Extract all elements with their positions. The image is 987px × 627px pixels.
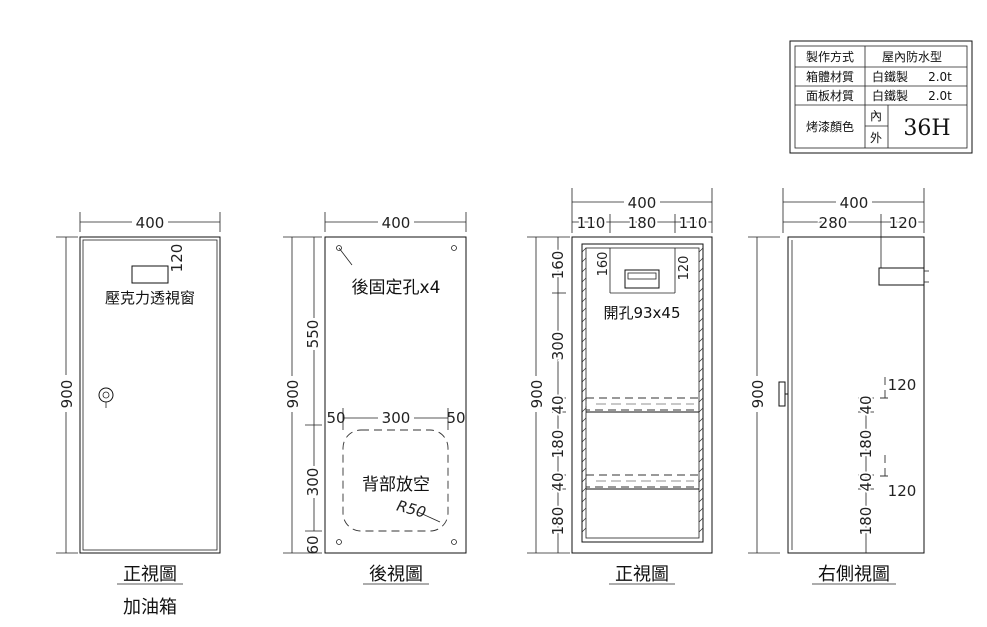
front-subcaption: 加油箱 <box>123 597 177 618</box>
spec-value-panel: 白鐵製 <box>872 88 908 103</box>
inner-dim-40b: 40 <box>549 472 567 491</box>
inner-caption: 正視圖 <box>615 564 669 585</box>
side-height-dim: 900 <box>749 380 767 409</box>
front-width-dim: 400 <box>136 214 165 232</box>
inner-dim-180b: 180 <box>549 507 567 536</box>
side-dim-180a: 180 <box>857 430 875 459</box>
svg-text:40: 40 <box>857 395 875 414</box>
back-cutout-label: 背部放空 <box>362 475 430 495</box>
back-dim-50-right: 50 <box>446 409 465 427</box>
spec-value-body: 白鐵製 <box>872 69 908 84</box>
spec-table: 製作方式 屋內防水型 箱體材質 白鐵製 2.0t 面板材質 白鐵製 2.0t 烤… <box>789 40 973 154</box>
svg-text:160: 160 <box>549 251 567 280</box>
spec-thickness-body: 2.0t <box>928 70 952 84</box>
spec-paint-code: 36H <box>903 116 950 141</box>
back-caption: 後視圖 <box>369 564 423 585</box>
inner-dim-180a: 180 <box>549 430 567 459</box>
side-dim-280: 280 <box>819 214 848 232</box>
inner-dim-110-left: 110 <box>577 214 606 232</box>
svg-text:180: 180 <box>857 507 875 536</box>
inner-dim-110-right: 110 <box>679 214 708 232</box>
inner-width-dim: 400 <box>628 194 657 212</box>
inner-dim-40a: 40 <box>549 395 567 414</box>
spec-thickness-panel: 2.0t <box>928 89 952 103</box>
spec-value-method: 屋內防水型 <box>882 49 942 64</box>
back-dim-300: 300 <box>304 468 322 497</box>
side-view: 400 280 280 120 120 900 120 120 40 <box>748 188 929 585</box>
front-height-dim: 900 <box>58 380 76 409</box>
inner-panel-120: 120 <box>677 256 692 281</box>
inner-dim-300: 300 <box>549 332 567 361</box>
back-width-dim: 400 <box>382 214 411 232</box>
back-dim-50-left: 50 <box>326 409 345 427</box>
front-view: 400 900 120 壓克力透視窗 正視圖 加油箱 <box>56 212 221 618</box>
inner-dim-160: 160 <box>549 251 567 280</box>
spec-label-body: 箱體材質 <box>806 69 854 84</box>
svg-text:300: 300 <box>549 332 567 361</box>
svg-text:110: 110 <box>577 214 606 232</box>
side-width-dim: 400 <box>840 194 869 212</box>
lock-icon <box>98 387 114 403</box>
inner-hole-label: 開孔93x45 <box>603 304 680 322</box>
svg-text:180: 180 <box>549 507 567 536</box>
svg-text:180: 180 <box>549 430 567 459</box>
svg-text:120: 120 <box>889 214 918 232</box>
back-dim-300-mid: 300 <box>382 409 411 427</box>
svg-text:110: 110 <box>679 214 708 232</box>
side-dim-180b: 180 <box>857 507 875 536</box>
side-dim-120: 120 <box>889 214 918 232</box>
back-holes-label: 後固定孔x4 <box>352 278 441 298</box>
spec-label-method: 製作方式 <box>806 49 854 64</box>
side-dim-40a: 40 <box>857 395 875 414</box>
spec-label-paint: 烤漆顏色 <box>806 119 854 134</box>
svg-text:180: 180 <box>857 430 875 459</box>
back-height-dim: 900 <box>284 380 302 409</box>
front-window-label: 壓克力透視窗 <box>105 289 195 307</box>
back-dim-550: 550 <box>304 320 322 349</box>
svg-text:40: 40 <box>549 472 567 491</box>
svg-text:40: 40 <box>549 395 567 414</box>
inner-panel-160: 160 <box>596 252 611 277</box>
spec-paint-inner: 內 <box>870 109 882 123</box>
spec-paint-outer: 外 <box>870 131 882 145</box>
svg-text:40: 40 <box>857 472 875 491</box>
side-shelf-120b: 120 <box>888 482 917 500</box>
side-shelf-120a: 120 <box>888 376 917 394</box>
spec-label-panel: 面板材質 <box>806 88 854 103</box>
svg-text:180: 180 <box>628 214 657 232</box>
inner-height-dim: 900 <box>528 380 546 409</box>
front-window-dim: 120 <box>168 244 186 273</box>
svg-text:280: 280 <box>819 214 848 232</box>
inner-dim-180: 180 <box>628 214 657 232</box>
side-dim-40b: 40 <box>857 472 875 491</box>
back-radius-label: R50 <box>395 497 428 522</box>
side-caption: 右側視圖 <box>818 564 890 585</box>
front-caption: 正視圖 <box>123 564 177 585</box>
back-view: 400 900 550 300 60 後固定孔x4 50 300 50 <box>283 212 467 585</box>
front-inner-view: 400 110 110 180 180 110 110 900 160 160 … <box>527 188 713 585</box>
back-dim-60: 60 <box>304 535 322 554</box>
